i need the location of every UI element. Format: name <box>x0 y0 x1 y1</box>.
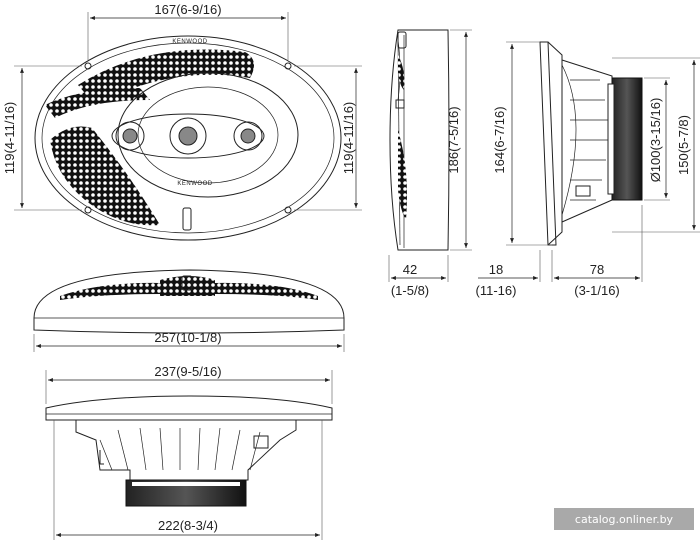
tweeter-left-dome <box>122 128 138 144</box>
tweeter-center-dome <box>178 126 198 146</box>
tweeter-center <box>169 117 207 155</box>
top-grille-right <box>215 282 318 300</box>
dim-side-depth-mm: 42 <box>403 262 417 277</box>
mount-side-view <box>539 41 643 246</box>
cone-outer <box>117 72 299 198</box>
dim-top-width: 257(10-1/8) <box>154 330 221 345</box>
dim-front-height-right: 119(4-11/16) <box>341 102 356 175</box>
dim-mount-depth-mm: 78 <box>590 262 604 277</box>
side-grille <box>398 130 407 220</box>
dim-magnet-diameter: Ø100(3-15/16) <box>648 98 663 183</box>
top-grille-left <box>60 282 160 300</box>
dim-side-depth-in: (1-5/8) <box>391 283 429 298</box>
dim-flange-mm: 18 <box>489 262 503 277</box>
dim-mount-height: 164(6-7/16) <box>492 106 507 173</box>
side-view <box>389 29 450 251</box>
dim-bottom-width-bottom: 222(8-3/4) <box>158 518 218 533</box>
front-view: KENWOOD KENWOOD <box>34 35 342 241</box>
dim-side-height: 186(7-5/16) <box>446 106 461 173</box>
cone-inner <box>137 86 279 184</box>
top-view <box>33 269 345 334</box>
tweeter-right <box>233 121 263 151</box>
brand-logo-top: KENWOOD <box>172 39 207 45</box>
screw-hole <box>284 206 292 214</box>
dim-cut-height: 150(5-7/8) <box>676 115 691 175</box>
brand-logo-center: KENWOOD <box>177 181 212 187</box>
screw-hole <box>284 62 292 70</box>
dim-flange-in: (11-16) <box>476 283 517 298</box>
screw-hole <box>84 206 92 214</box>
watermark-bg <box>554 508 694 530</box>
terminal <box>182 207 192 231</box>
front-outer-rim <box>34 35 342 241</box>
tweeter-left <box>115 121 145 151</box>
watermark: catalog.onliner.by <box>575 513 674 526</box>
front-grille-bottom <box>50 126 160 226</box>
screw-hole <box>84 62 92 70</box>
dim-bottom-width-top: 237(9-5/16) <box>154 364 221 379</box>
tweeter-bar <box>111 113 265 159</box>
tweeter-right-dome <box>240 128 256 144</box>
magnet <box>611 77 643 201</box>
front-grille-left-top <box>45 88 150 118</box>
dim-front-width: 167(6-9/16) <box>154 2 221 17</box>
bottom-view <box>45 395 333 507</box>
front-inner-rim <box>41 42 335 234</box>
dim-front-height-left: 119(4-11/16) <box>2 102 17 175</box>
dim-mount-depth-in: (3-1/16) <box>574 283 620 298</box>
